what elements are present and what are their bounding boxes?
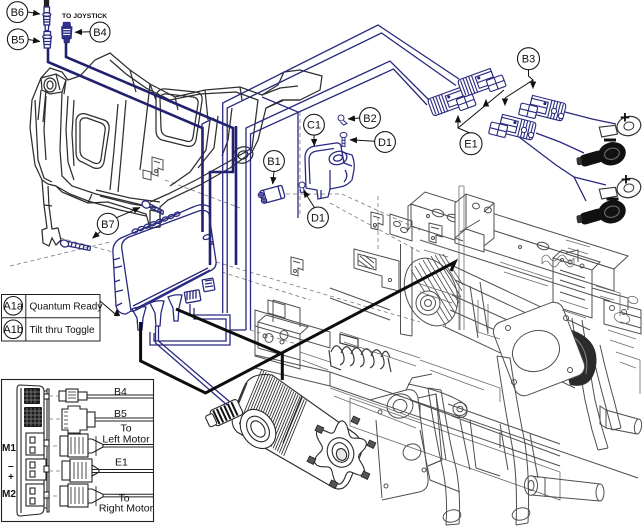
svg-text:Left Motor: Left Motor bbox=[102, 434, 150, 446]
svg-text:B2: B2 bbox=[363, 113, 376, 125]
svg-text:E1: E1 bbox=[115, 457, 128, 469]
svg-text:+: + bbox=[8, 472, 14, 483]
svg-text:Tilt thru Toggle: Tilt thru Toggle bbox=[30, 325, 95, 336]
svg-text:A1a: A1a bbox=[3, 300, 23, 312]
svg-text:B3: B3 bbox=[522, 54, 535, 66]
svg-text:D1: D1 bbox=[311, 213, 325, 225]
svg-text:M1: M1 bbox=[2, 443, 16, 454]
svg-text:Right Motor: Right Motor bbox=[99, 503, 154, 515]
svg-text:B5: B5 bbox=[114, 408, 127, 420]
svg-text:C1: C1 bbox=[307, 120, 321, 132]
svg-text:B6: B6 bbox=[11, 7, 24, 19]
svg-text:To: To bbox=[120, 423, 131, 435]
svg-text:B5: B5 bbox=[11, 34, 24, 46]
svg-text:To: To bbox=[118, 493, 129, 505]
svg-text:B1: B1 bbox=[267, 156, 280, 168]
svg-text:B4: B4 bbox=[93, 27, 106, 39]
svg-text:+: + bbox=[620, 108, 630, 127]
svg-text:D1: D1 bbox=[378, 137, 392, 149]
svg-text:A1b: A1b bbox=[3, 324, 23, 336]
svg-text:+: + bbox=[621, 170, 631, 189]
svg-text:M2: M2 bbox=[2, 489, 16, 500]
svg-text:E1: E1 bbox=[464, 139, 477, 151]
svg-text:TO JOYSTICK: TO JOYSTICK bbox=[62, 13, 107, 20]
svg-text:Quantum Ready: Quantum Ready bbox=[30, 302, 103, 313]
svg-text:–: – bbox=[8, 461, 14, 472]
svg-text:B4: B4 bbox=[114, 386, 127, 398]
svg-text:B7: B7 bbox=[101, 219, 114, 231]
